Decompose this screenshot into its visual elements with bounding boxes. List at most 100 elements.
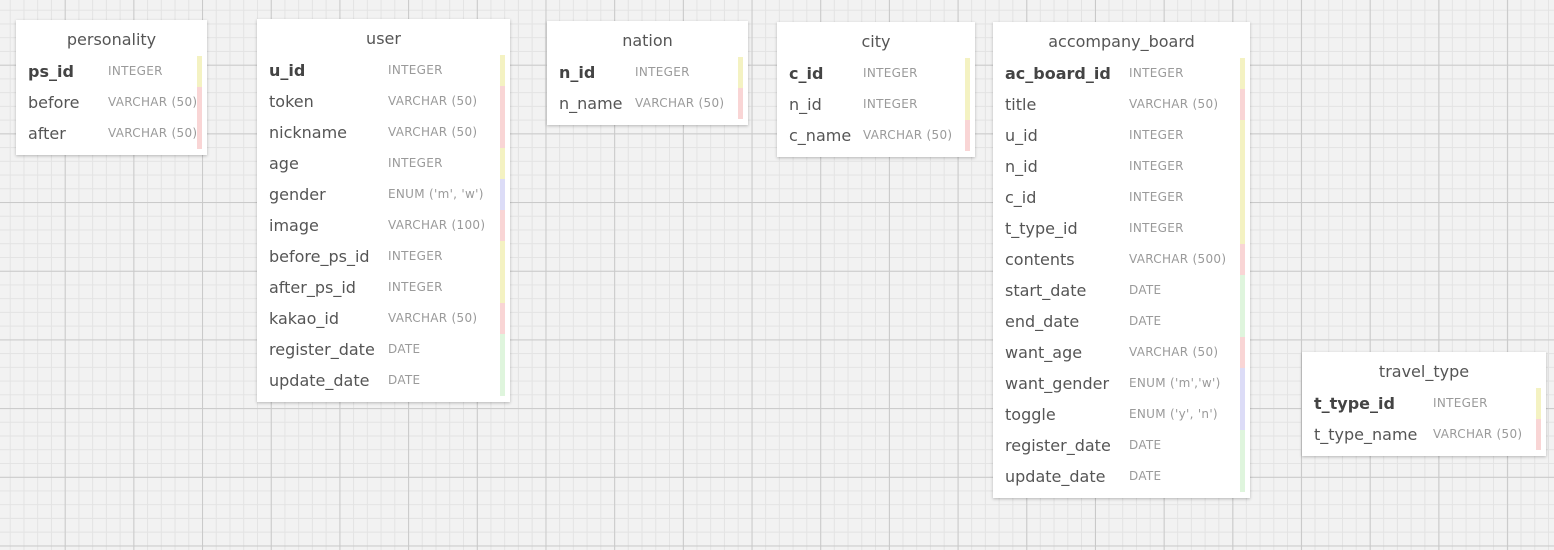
field-row[interactable]: t_type_id INTEGER bbox=[993, 213, 1250, 244]
table-title: accompany_board bbox=[1048, 32, 1195, 51]
type-color-bar bbox=[1240, 461, 1245, 492]
field-row[interactable]: kakao_id VARCHAR (50) bbox=[257, 303, 510, 334]
field-type: ENUM ('y', 'n') bbox=[1129, 407, 1218, 421]
field-type: VARCHAR (50) bbox=[863, 128, 953, 142]
type-color-bar bbox=[1240, 89, 1245, 120]
type-color-bar bbox=[500, 365, 505, 396]
type-color-bar bbox=[1240, 275, 1245, 306]
field-type: INTEGER bbox=[1433, 396, 1488, 410]
table-title: travel_type bbox=[1378, 362, 1470, 381]
type-color-bar bbox=[197, 118, 202, 149]
field-type: INTEGER bbox=[388, 249, 443, 263]
field-name: t_type_id bbox=[1005, 219, 1078, 238]
field-type: INTEGER bbox=[388, 63, 443, 77]
field-name: want_gender bbox=[1005, 374, 1110, 393]
table-title: city bbox=[861, 32, 891, 51]
field-type: VARCHAR (50) bbox=[108, 126, 198, 140]
field-row[interactable]: n_id INTEGER bbox=[993, 151, 1250, 182]
field-type: INTEGER bbox=[1129, 66, 1184, 80]
field-name: kakao_id bbox=[269, 309, 339, 328]
field-name: register_date bbox=[269, 340, 375, 359]
field-row[interactable]: c_id INTEGER bbox=[993, 182, 1250, 213]
field-type: INTEGER bbox=[863, 97, 918, 111]
field-type: DATE bbox=[388, 342, 421, 356]
field-type: DATE bbox=[1129, 438, 1162, 452]
field-type: DATE bbox=[1129, 469, 1162, 483]
table-title: personality bbox=[66, 30, 157, 49]
field-type: INTEGER bbox=[388, 156, 443, 170]
type-color-bar bbox=[1240, 58, 1245, 89]
field-row[interactable]: n_id INTEGER bbox=[777, 89, 975, 120]
field-name: c_id bbox=[1005, 188, 1037, 207]
field-row[interactable]: register_date DATE bbox=[257, 334, 510, 365]
field-type: VARCHAR (50) bbox=[108, 95, 198, 109]
primary-key-name: c_id bbox=[789, 64, 824, 83]
field-name: u_id bbox=[1005, 126, 1038, 145]
field-name: age bbox=[269, 154, 299, 173]
field-type: INTEGER bbox=[1129, 159, 1184, 173]
type-color-bar bbox=[965, 58, 970, 89]
field-type: VARCHAR (50) bbox=[635, 96, 725, 110]
field-name: n_id bbox=[1005, 157, 1038, 176]
field-type: VARCHAR (50) bbox=[1129, 345, 1219, 359]
field-type: VARCHAR (50) bbox=[388, 311, 478, 325]
field-name: before_ps_id bbox=[269, 247, 370, 266]
type-color-bar bbox=[1536, 419, 1541, 450]
field-row[interactable]: age INTEGER bbox=[257, 148, 510, 179]
field-type: DATE bbox=[1129, 283, 1162, 297]
field-type: VARCHAR (500) bbox=[1129, 252, 1227, 266]
type-color-bar bbox=[1240, 337, 1245, 368]
field-name: n_id bbox=[789, 95, 822, 114]
type-color-bar bbox=[1240, 151, 1245, 182]
type-color-bar bbox=[1240, 430, 1245, 461]
type-color-bar bbox=[1240, 213, 1245, 244]
type-color-bar bbox=[500, 86, 505, 117]
field-type: DATE bbox=[1129, 314, 1162, 328]
type-color-bar bbox=[197, 87, 202, 118]
type-color-bar bbox=[965, 89, 970, 120]
type-color-bar bbox=[1240, 399, 1245, 430]
type-color-bar bbox=[1240, 368, 1245, 399]
table-title: user bbox=[366, 29, 401, 48]
field-type: INTEGER bbox=[1129, 221, 1184, 235]
field-type: INTEGER bbox=[388, 280, 443, 294]
primary-key-name: n_id bbox=[559, 63, 596, 82]
field-type: INTEGER bbox=[1129, 190, 1184, 204]
field-row[interactable]: before_ps_id INTEGER bbox=[257, 241, 510, 272]
field-type: VARCHAR (50) bbox=[1129, 97, 1219, 111]
type-color-bar bbox=[1240, 182, 1245, 213]
